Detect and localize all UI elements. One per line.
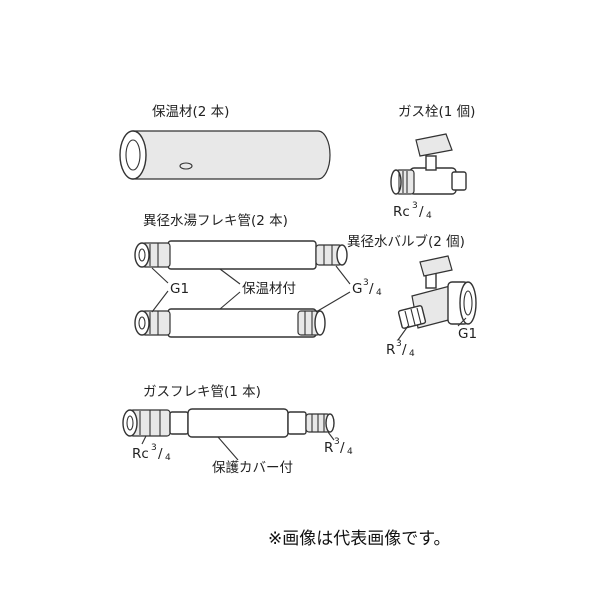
water-valve-left-thread-num: 3 — [396, 339, 402, 349]
insulation-title: 保温材(2 本) — [152, 104, 229, 120]
water-valve-left-thread-den: 4 — [409, 349, 415, 359]
water-hose-lower — [134, 308, 326, 338]
gas-cock — [390, 133, 467, 195]
gas-hose-right-thread-base: R — [324, 440, 333, 456]
representative-image-note: ※画像は代表画像です。 — [268, 529, 451, 549]
water-hose-title: 異径水湯フレキ管(2 本) — [143, 212, 288, 229]
leader-gas-cover — [217, 436, 239, 461]
water-hose-right-thread-den: 4 — [376, 288, 382, 298]
water-valve-left-thread-base: R — [386, 342, 395, 358]
leader-valve-r34 — [397, 325, 409, 341]
leader-insul-upper — [219, 268, 241, 285]
gas-hose-left-thread-slash: / — [158, 446, 163, 462]
leader-gas-rc34 — [141, 435, 147, 445]
leader-insul-lower — [219, 291, 241, 310]
insulation-tube — [119, 130, 331, 180]
leader-g1-lower — [151, 290, 169, 313]
gas-hose-right-thread-slash: / — [340, 440, 345, 456]
leader-valve-g1 — [457, 317, 467, 327]
water-hose-right-thread-slash: / — [369, 281, 374, 297]
gas-cock-thread-num: 3 — [412, 201, 418, 211]
gas-cock-title: ガス栓(1 個) — [398, 104, 475, 120]
water-hose-upper — [134, 240, 348, 270]
gas-hose-left-thread-base: Rc — [132, 446, 149, 462]
gas-hose-right-thread-num: 3 — [334, 437, 340, 447]
gas-hose-left-thread-num: 3 — [151, 443, 157, 453]
water-valve-right-thread: G1 — [458, 326, 477, 342]
gas-hose — [122, 408, 335, 438]
gas-cock-thread-slash: / — [419, 204, 424, 220]
gas-hose-right-thread-den: 4 — [347, 447, 353, 457]
gas-hose-left-thread-den: 4 — [165, 453, 171, 463]
leader-gas-r34 — [327, 431, 335, 441]
gas-cock-thread-base: Rc — [393, 204, 410, 220]
water-valve — [397, 255, 477, 329]
water-hose-right-thread-num: 3 — [363, 278, 369, 288]
gas-hose-title: ガスフレキ管(1 本) — [143, 384, 261, 400]
leader-g34-upper — [335, 265, 351, 285]
water-valve-title: 異径水バルブ(2 個) — [347, 233, 465, 250]
leader-g34-lower — [315, 291, 351, 313]
water-valve-left-thread-slash: / — [402, 342, 407, 358]
leader-g1-upper — [151, 267, 169, 284]
water-hose-right-thread-base: G — [352, 281, 362, 297]
water-hose-center-label: 保温材付 — [242, 281, 296, 297]
water-hose-left-thread: G1 — [170, 281, 189, 297]
gas-cock-thread-den: 4 — [426, 211, 432, 221]
gas-hose-cover-label: 保護カバー付 — [212, 460, 293, 476]
